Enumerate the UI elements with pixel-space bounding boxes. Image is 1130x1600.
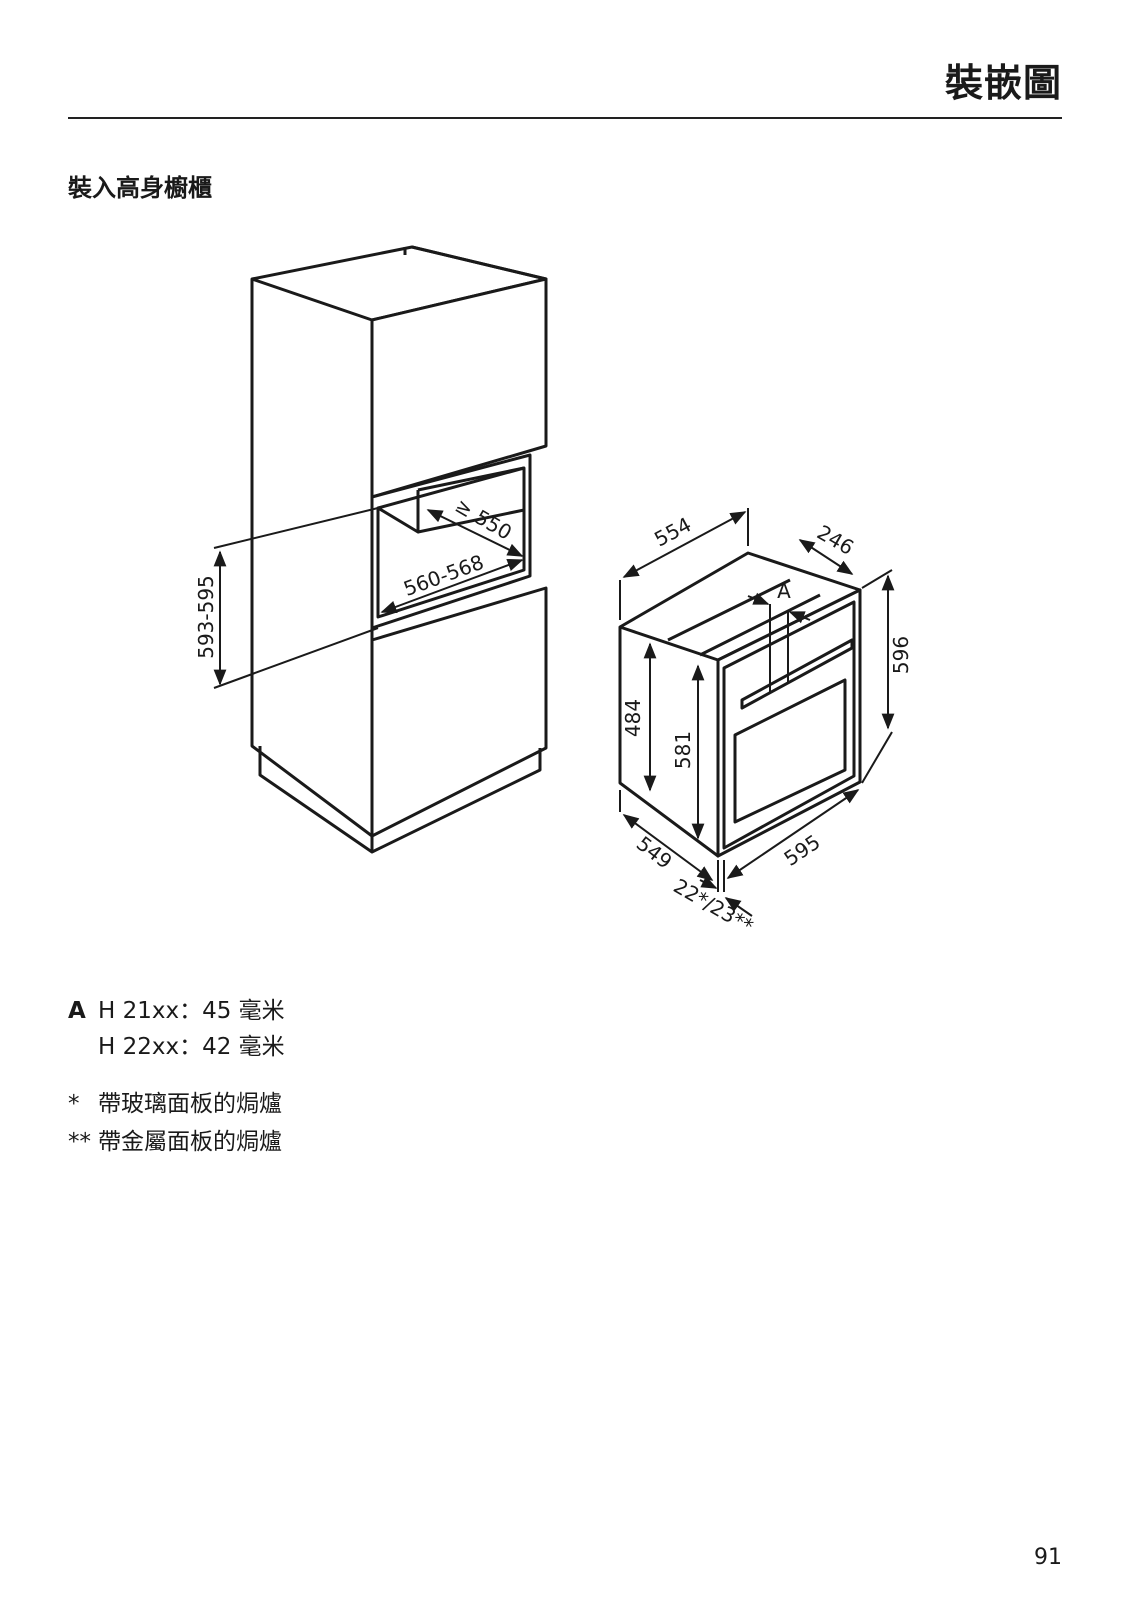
tall-cabinet-drawing [250, 245, 548, 854]
dim-oven-total-height: 596 [889, 636, 913, 674]
footnote-mark: ** [68, 1129, 91, 1155]
dim-niche-height: 593-595 [194, 575, 218, 659]
dim-oven-body-depth: 549 [632, 831, 677, 873]
legend-row-1: A H 21xx：45 毫米 [68, 993, 285, 1029]
legend-a: A H 21xx：45 毫米 H 22xx：42 毫米 [68, 993, 285, 1065]
oven-drawing [618, 551, 862, 858]
page-title: 裝嵌圖 [944, 61, 1062, 105]
cabinet-dimension-lines [213, 507, 524, 689]
section-title: 裝入高身櫥櫃 [68, 174, 212, 202]
page-number: 91 [1034, 1545, 1062, 1570]
legend-key: A [68, 998, 86, 1024]
header-divider [68, 117, 1062, 119]
dim-oven-top-depth: 554 [650, 512, 695, 551]
legend-line-2: H 22xx：42 毫米 [98, 1034, 285, 1060]
footnote-item: ** 帶金屬面板的焗爐 [68, 1123, 282, 1161]
dim-front-thickness: 22*/23** [670, 874, 758, 939]
footnotes: * 帶玻璃面板的焗爐 ** 帶金屬面板的焗爐 [68, 1085, 282, 1161]
legend-row-2: H 22xx：42 毫米 [68, 1029, 285, 1065]
oven-dimension-lines [619, 508, 895, 917]
legend-line-1: H 21xx：45 毫米 [98, 998, 285, 1024]
footnote-item: * 帶玻璃面板的焗爐 [68, 1085, 282, 1123]
dim-oven-front-height: 581 [671, 731, 695, 769]
dim-oven-body-height: 484 [621, 699, 645, 737]
dim-oven-front-width: 595 [780, 830, 825, 871]
footnote-mark: * [68, 1091, 80, 1117]
dim-label-a: A [777, 579, 791, 603]
footnote-text: 帶玻璃面板的焗爐 [98, 1091, 282, 1117]
footnote-text: 帶金屬面板的焗爐 [98, 1129, 282, 1155]
